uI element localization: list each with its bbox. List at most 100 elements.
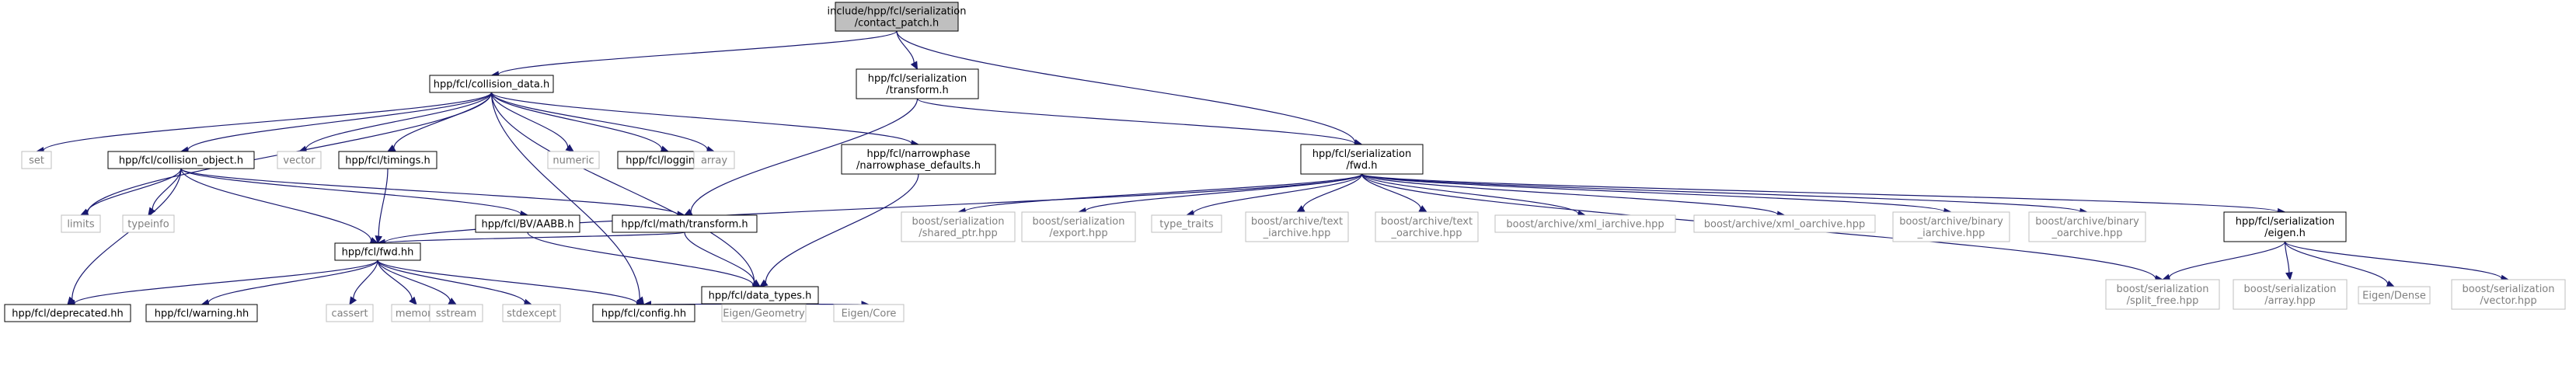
node-data-types[interactable]: hpp/fcl/data_types.h [701,286,819,305]
edge-line [896,30,1356,143]
node-label-line: boost/serialization [912,216,1004,228]
node-box [841,144,996,175]
edge-collision_object-to-math_transform [180,168,686,218]
edge-line [71,168,182,300]
node-label-line: /split_free.hpp [2127,295,2199,307]
node-box [338,151,437,169]
edge-ser_fwd-to-xml_iarchive [1361,173,1587,218]
edge-arrowhead [2386,280,2396,287]
edge-line [86,168,182,213]
node-label-line: hpp/fcl/math/transform.h [621,219,748,231]
node-label-line: typeinfo [127,219,169,231]
node-box [2233,279,2348,310]
edge-collision_object-to-deprecated [67,168,182,305]
edge-line [2284,241,2290,273]
edge-fcl_fwd-to-memory [377,259,417,305]
node-label-line: hpp/fcl/BV/AABB.h [482,219,574,231]
edge-narrowphase_defaults-to-data_types [758,173,919,287]
edge-line [305,92,493,150]
edge-ser_fwd-to-fcl_fwd [376,173,1363,247]
node-ser-fwd[interactable]: hpp/fcl/serialization/fwd.h [1300,144,1424,175]
node-box [547,151,600,169]
node-label-line: Eigen/Dense [2362,291,2426,302]
node-label-line: hpp/fcl/collision_data.h [434,79,550,91]
node-collision-object[interactable]: hpp/fcl/collision_object.h [107,151,255,169]
node-box [835,2,959,32]
edge-ser_eigen-to-ser_array [2284,241,2293,281]
node-math-transform[interactable]: hpp/fcl/math/transform.h [612,214,758,233]
node-xml-iarchive: boost/archive/xml_iarchive.hpp [1494,214,1676,233]
node-label-line: boost/archive/binary [2035,216,2139,228]
node-stdexcept: stdexcept [502,304,561,322]
node-narrowphase-defaults[interactable]: hpp/fcl/narrowphase/narrowphase_defaults… [841,144,996,175]
node-collision-data[interactable]: hpp/fcl/collision_data.h [429,75,554,93]
node-box [2358,286,2431,305]
edge-math_transform-to-data_types [684,232,761,287]
edge-line [180,168,372,241]
node-label-line: hpp/fcl/serialization [1312,148,1411,160]
edge-line [916,98,1356,144]
node-limits: limits [61,214,101,233]
node-root[interactable]: include/hpp/fcl/serialization/contact_pa… [828,2,967,32]
edge-collision_object-to-fcl_fwd [180,168,379,245]
node-label-line: boost/archive/xml_iarchive.hpp [1506,219,1664,231]
edge-line [2284,241,2502,280]
node-label-line: /eigen.h [2264,228,2306,239]
node-fcl-fwd[interactable]: hpp/fcl/fwd.hh [334,242,421,261]
edge-line [43,92,493,151]
node-ser-eigen[interactable]: hpp/fcl/serialization/eigen.h [2223,211,2347,242]
node-box [693,151,735,169]
edge-line [527,232,754,286]
node-label-line: hpp/fcl/timings.h [345,155,430,167]
node-xml-oarchive: boost/archive/xml_oarchive.hpp [1693,214,1876,233]
node-type-traits: type_traits [1151,214,1222,233]
node-label-line: hpp/fcl/serialization [868,73,967,85]
node-box [334,242,421,261]
node-deprecated[interactable]: hpp/fcl/deprecated.hh [4,304,131,322]
node-label-line: Eigen/Core [842,308,897,320]
node-box [429,75,554,93]
edge-collision_data-to-numeric [490,92,574,152]
edge-line [684,232,755,283]
node-label-line: Eigen/Geometry [723,308,805,320]
node-box [2451,279,2566,310]
edge-line [765,173,919,283]
edge-fcl_fwd-to-deprecated [66,259,378,308]
node-label-line: _oarchive.hpp [1390,228,1462,239]
node-timings[interactable]: hpp/fcl/timings.h [338,151,437,169]
edge-arrowhead [910,61,919,71]
node-config[interactable]: hpp/fcl/config.hh [592,304,695,322]
node-bv-aabb[interactable]: hpp/fcl/BV/AABB.h [475,214,580,233]
node-label-line: hpp/fcl/warning.hh [155,308,249,320]
node-label-line: boost/serialization [2116,284,2208,295]
edge-ser_fwd-to-export [1077,173,1363,215]
edge-collision_data-to-logging [490,92,670,153]
edge-arrowhead [2285,271,2293,281]
edge-line [377,259,525,303]
node-label-line: hpp/fcl/logging.h [626,155,710,167]
node-label-line: /contact_patch.h [855,18,939,30]
node-label-line: _iarchive.hpp [1917,228,1985,239]
node-label-line: boost/archive/xml_oarchive.hpp [1704,219,1866,231]
edge-line [207,259,378,304]
edge-collision_data-to-config [490,92,645,306]
node-box [145,304,258,322]
edge-line [180,168,521,215]
node-warning[interactable]: hpp/fcl/warning.hh [145,304,258,322]
edge-line [377,259,638,305]
node-label-line: boost/serialization [2243,284,2336,295]
node-label-line: boost/archive/text [1381,216,1473,228]
node-box [2223,211,2347,242]
edge-collision_data-to-collision_object [180,92,493,154]
node-label-line: _oarchive.hpp [2051,228,2122,239]
node-label-line: boost/archive/binary [1899,216,2003,228]
node-label-line: /narrowphase_defaults.h [856,160,981,172]
edge-line [1361,173,1579,214]
edge-ser_fwd-to-text_oarchive [1361,173,1428,213]
node-ser-transform[interactable]: hpp/fcl/serialization/transform.h [856,68,979,99]
edge-root-to-collision_data [490,30,898,78]
node-eigen-geometry: Eigen/Geometry [721,304,807,322]
edge-fcl_fwd-to-stdexcept [377,259,533,306]
node-box [612,214,758,233]
edge-arrowhead [349,296,357,306]
